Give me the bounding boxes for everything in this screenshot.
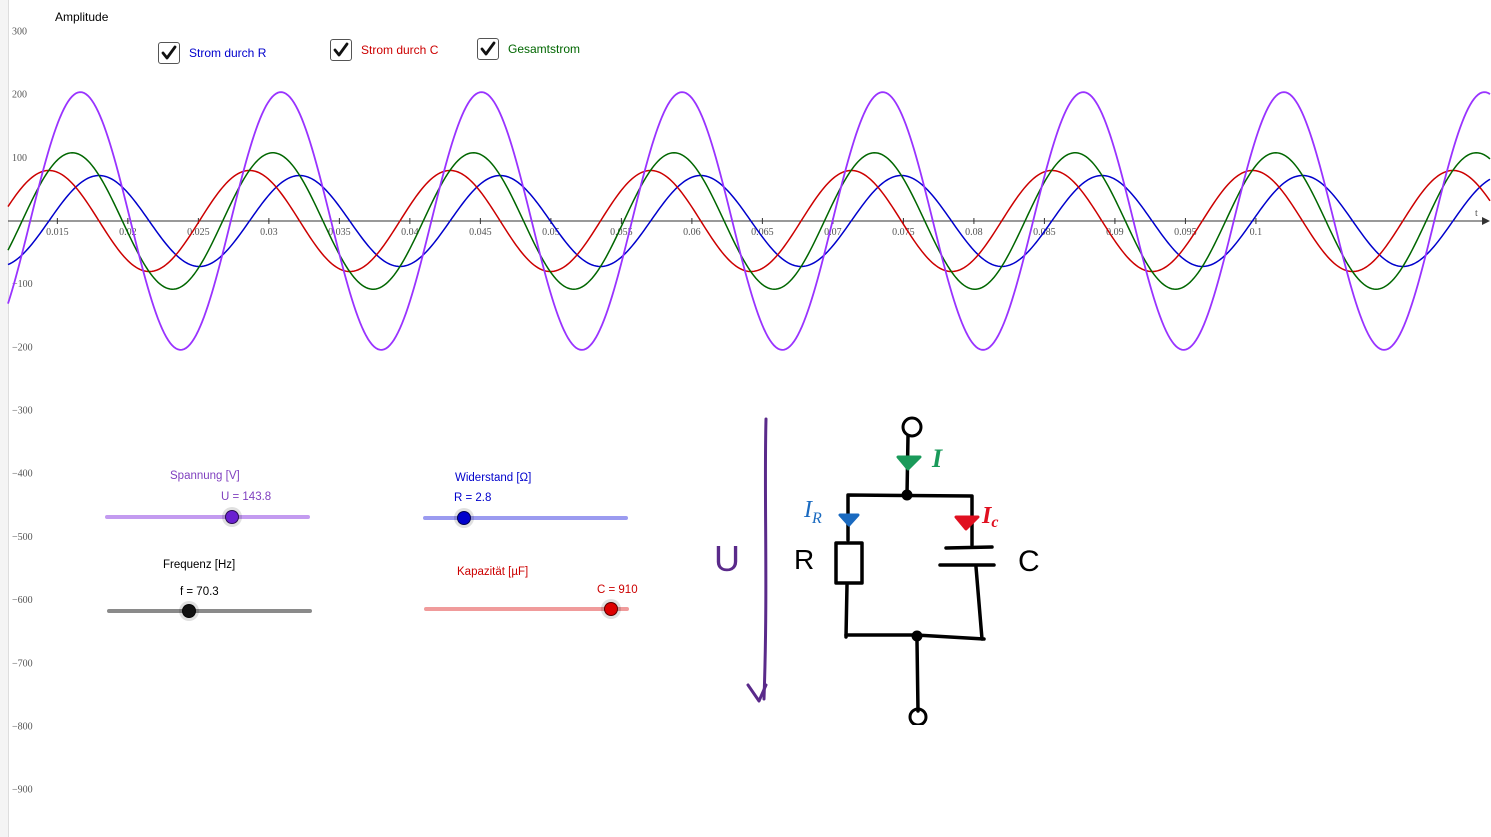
x-tick-label: 0.08	[965, 227, 983, 238]
capacitor-wire	[974, 565, 984, 641]
bottom-terminal	[908, 707, 928, 725]
resistor-symbol	[834, 541, 864, 585]
slider-frequenz-track[interactable]	[107, 609, 312, 613]
y-tick-label: −500	[12, 532, 33, 543]
slider-kapazitaet-value: C = 910	[597, 584, 638, 596]
top-node	[901, 489, 913, 501]
x-tick-label: 0.03	[260, 227, 278, 238]
x-tick-label: 0.07	[824, 227, 842, 238]
x-tick-label: 0.04	[401, 227, 419, 238]
y-tick-label: −800	[12, 721, 33, 732]
chart-series	[7, 91, 1491, 351]
slider-kapazitaet-handle[interactable]	[603, 602, 618, 616]
slider-widerstand-value: R = 2.8	[454, 492, 492, 504]
y-tick-label: −700	[12, 658, 33, 669]
slider-spannung-title: Spannung [V]	[170, 470, 240, 482]
y-axis-label: Amplitude	[55, 10, 109, 24]
capacitor-plate-top	[944, 545, 994, 550]
capacitor-label: C	[1018, 545, 1040, 578]
checkbox-strom-r[interactable]: Strom durch R	[158, 42, 266, 64]
capacitor-current-label: Ic	[981, 503, 998, 531]
x-tick-label: 0.035	[328, 227, 351, 238]
y-tick-label: −400	[12, 469, 33, 480]
slider-spannung-value: U = 143.8	[221, 491, 272, 503]
slider-frequenz-title: Frequenz [Hz]	[163, 559, 236, 571]
y-tick-label: −300	[12, 406, 33, 417]
series-line-1	[7, 169, 1491, 273]
left-panel-edge	[0, 0, 9, 837]
x-tick-label: 0.015	[46, 227, 69, 238]
slider-kapazitaet-title: Kapazität [µF]	[457, 566, 529, 578]
checkbox-label: Strom durch C	[361, 43, 439, 57]
top-wire	[846, 493, 974, 547]
y-axis-ticks: 300 200 100 −100 −200 −300 −400 −500 −600 −700 −80…	[12, 26, 33, 795]
x-axis-label: t	[1475, 208, 1478, 219]
x-tick-label: 0.05	[542, 227, 560, 238]
checkbox-gesamtstrom[interactable]: Gesamtstrom	[477, 38, 580, 60]
y-tick-label: −900	[12, 785, 33, 796]
check-icon[interactable]	[477, 38, 499, 60]
x-tick-label: 0.055	[610, 227, 633, 238]
x-tick-label: 0.1	[1250, 227, 1263, 238]
y-tick-label: −100	[12, 279, 33, 290]
x-tick-label: 0.065	[751, 227, 774, 238]
y-tick-label: −600	[12, 595, 33, 606]
x-axis-arrow	[1482, 217, 1490, 225]
slider-kapazitaet-track[interactable]	[424, 607, 629, 611]
circuit-diagram: U I IR Ic R C	[714, 416, 1040, 725]
slider-spannung-handle[interactable]	[225, 510, 240, 524]
x-tick-label: 0.025	[187, 227, 210, 238]
x-tick-label: 0.095	[1174, 227, 1197, 238]
total-current-label: I	[931, 444, 943, 473]
resistor-wire	[844, 583, 849, 639]
resistor-current-arrow	[838, 513, 860, 527]
y-tick-label: 300	[12, 26, 27, 37]
resistor-current-label: IR	[803, 497, 822, 527]
supply-wire-bottom	[915, 639, 920, 713]
checkbox-label: Gesamtstrom	[508, 42, 581, 56]
total-current-arrow	[896, 455, 922, 471]
check-icon[interactable]	[158, 42, 180, 64]
slider-frequenz-value: f = 70.3	[180, 586, 219, 598]
series-line-3	[7, 91, 1491, 351]
slider-widerstand-track[interactable]	[423, 516, 628, 520]
y-tick-label: −200	[12, 342, 33, 353]
capacitor-current-arrow	[954, 515, 980, 531]
slider-spannung-track[interactable]	[105, 515, 310, 519]
x-tick-label: 0.075	[892, 227, 915, 238]
voltage-arrow	[762, 417, 768, 701]
slider-widerstand-handle[interactable]	[457, 511, 471, 525]
y-tick-label: 200	[12, 90, 27, 101]
x-tick-label: 0.045	[469, 227, 492, 238]
y-tick-label: 100	[12, 153, 27, 164]
slider-widerstand-title: Widerstand [Ω]	[455, 472, 532, 484]
check-icon[interactable]	[330, 39, 352, 61]
x-tick-label: 0.06	[683, 227, 701, 238]
checkbox-strom-c[interactable]: Strom durch C	[330, 39, 438, 61]
checkbox-label: Strom durch R	[189, 46, 267, 60]
resistor-label: R	[794, 544, 814, 575]
top-terminal	[901, 416, 923, 438]
voltage-arrowhead	[746, 683, 768, 703]
series-line-0	[7, 174, 1491, 268]
x-tick-label: 0.09	[1106, 227, 1124, 238]
slider-frequenz-handle[interactable]	[182, 604, 196, 618]
voltage-label: U	[714, 538, 740, 579]
